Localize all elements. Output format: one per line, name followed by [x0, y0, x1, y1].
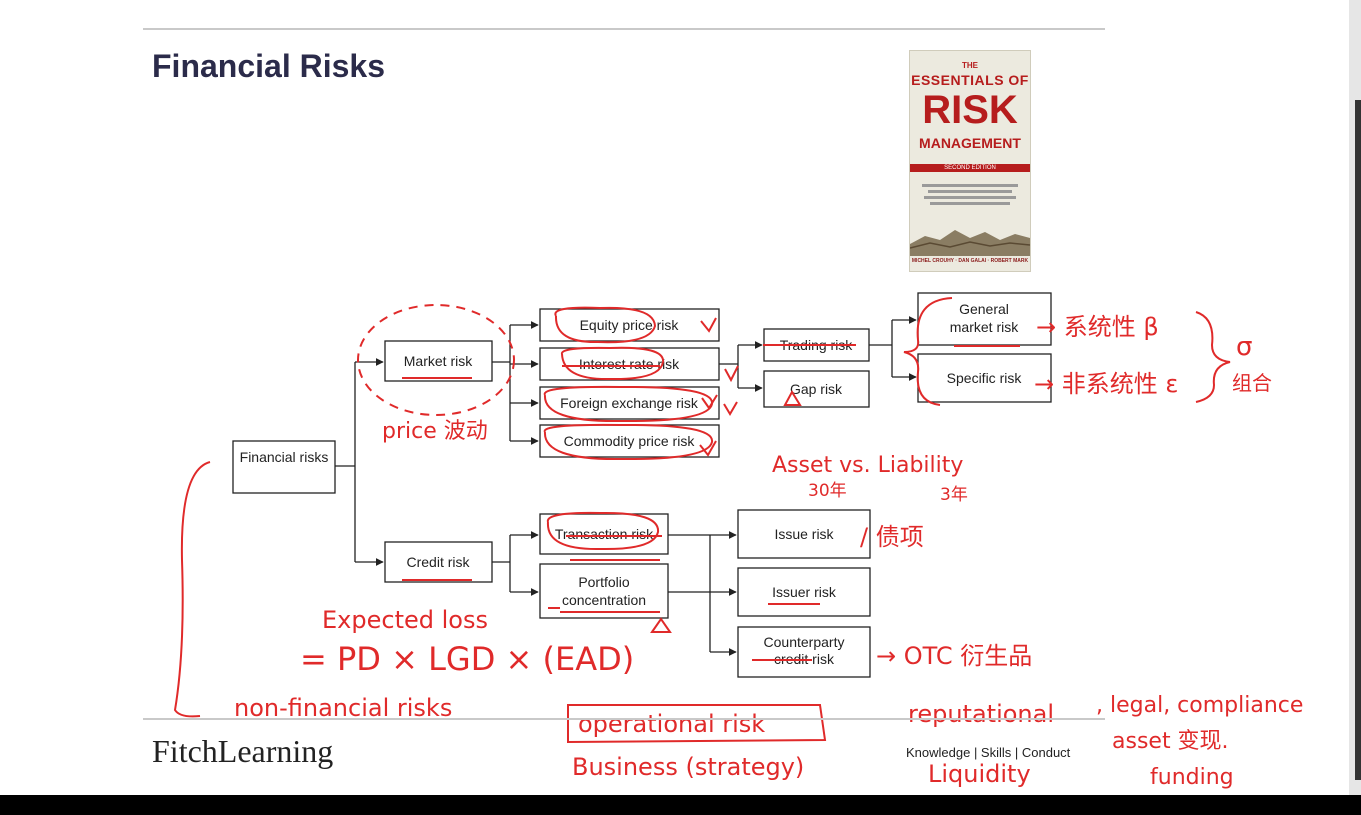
note-operational: operational risk	[578, 710, 765, 738]
note-reputational: reputational	[908, 700, 1054, 728]
note-legal: , legal, compliance	[1096, 693, 1303, 718]
note-expected-loss: Expected loss	[322, 606, 488, 634]
node-general-market-risk-line1: General	[959, 301, 1009, 317]
note-nonsystematic: → 非系统性 ε	[1034, 370, 1178, 398]
node-interest-rate-risk: Interest rate risk	[579, 356, 680, 372]
node-financial-risks: Financial risks	[240, 449, 329, 465]
node-general-market-risk-line2: market risk	[950, 319, 1019, 335]
node-specific-risk: Specific risk	[947, 370, 1023, 386]
node-market-risk: Market risk	[404, 353, 473, 369]
note-sigma: σ	[1236, 332, 1252, 362]
footer-tagline: Knowledge | Skills | Conduct	[906, 745, 1070, 760]
node-issue-risk: Issue risk	[774, 526, 834, 542]
node-foreign-exchange-risk: Foreign exchange risk	[560, 395, 699, 411]
note-funding: funding	[1150, 765, 1234, 790]
node-transaction-risk: Transaction risk	[555, 526, 654, 542]
node-issuer-risk: Issuer risk	[772, 584, 837, 600]
note-asset-side: asset 变现.	[1112, 729, 1229, 754]
right-edge-scrollbar[interactable]	[1355, 100, 1361, 780]
node-equity-price-risk: Equity price risk	[580, 317, 680, 333]
note-price-volatility: price 波动	[382, 419, 488, 444]
note-otc: → OTC 衍生品	[876, 642, 1032, 670]
note-asset-liability: Asset vs. Liability	[772, 453, 963, 478]
note-formula: = PD × LGD × (EAD)	[300, 640, 634, 678]
node-portfolio-concentration-line2: concentration	[562, 592, 646, 608]
note-liability-years: 3年	[940, 485, 968, 505]
note-business: Business (strategy)	[572, 753, 804, 781]
node-portfolio-concentration-line1: Portfolio	[578, 574, 630, 590]
note-liquidity: Liquidity	[928, 760, 1031, 788]
node-counterparty-credit-risk-line1: Counterparty	[764, 634, 845, 650]
node-gap-risk: Gap risk	[790, 381, 843, 397]
footer-brand-logo: FitchLearning	[152, 733, 333, 770]
bottom-black-band	[0, 795, 1361, 815]
node-credit-risk: Credit risk	[406, 554, 470, 570]
note-zuhe: 组合	[1232, 371, 1272, 395]
note-systematic: → 系统性 β	[1036, 313, 1159, 341]
note-bond: / 债项	[860, 523, 924, 551]
note-asset-years: 30年	[808, 481, 847, 501]
bottom-rule	[143, 718, 1105, 720]
node-commodity-price-risk: Commodity price risk	[564, 433, 696, 449]
